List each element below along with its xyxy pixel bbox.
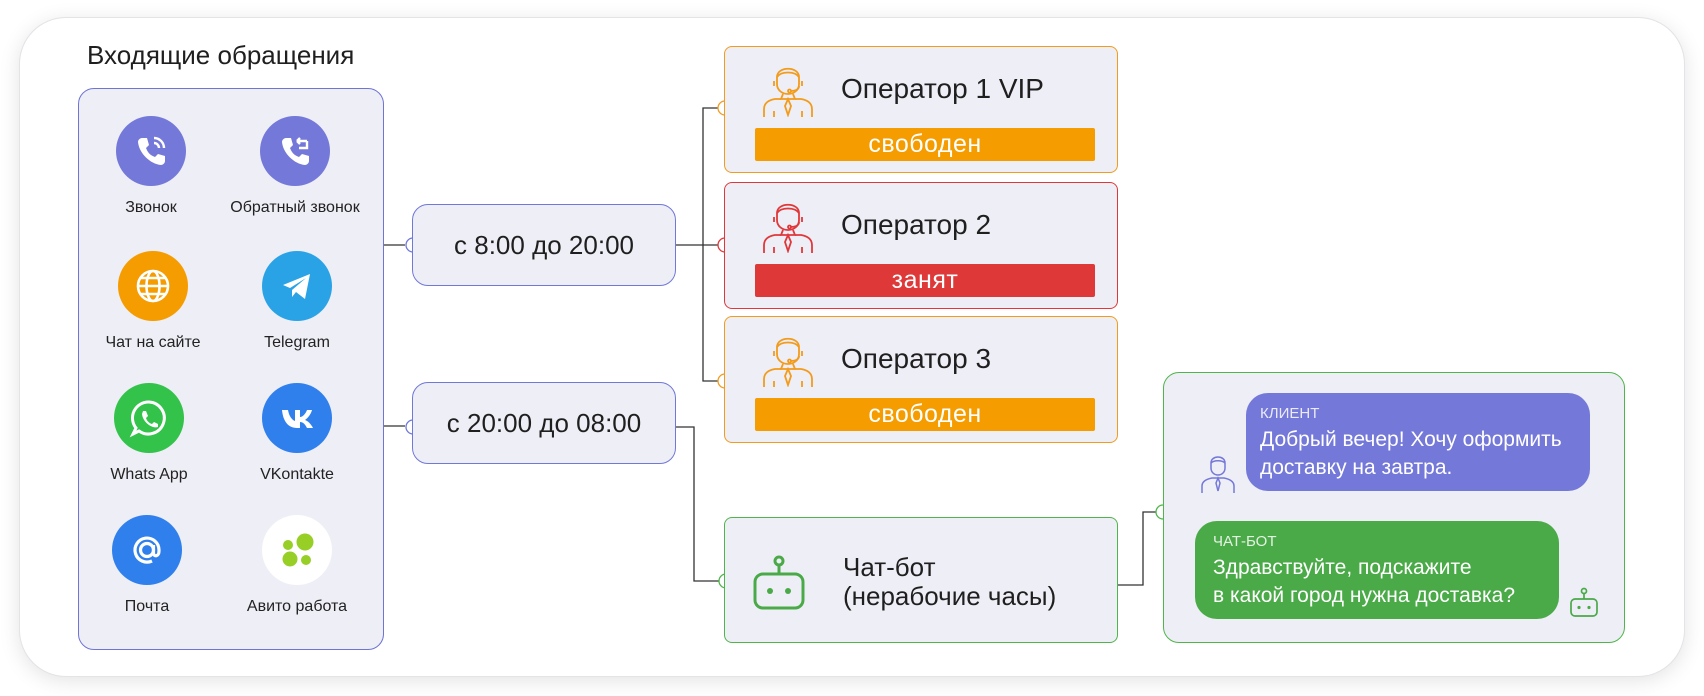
chatbot-card[interactable]: Чат-бот (нерабочие часы) — [724, 517, 1118, 643]
operator-card[interactable]: Оператор 1 VIP свободен — [724, 46, 1118, 173]
channel-vk[interactable]: VKontakte — [217, 383, 377, 484]
chatbot-title: Чат-бот (нерабочие часы) — [843, 552, 1057, 611]
channel-mail[interactable]: Почта — [67, 515, 227, 616]
operator-card[interactable]: Оператор 2 занят — [724, 182, 1118, 309]
schedule-night: с 20:00 до 08:00 — [412, 382, 676, 464]
channel-label: Почта — [124, 598, 170, 615]
channel-label: Telegram — [264, 334, 330, 351]
avito-icon — [262, 515, 332, 585]
operator-headset-icon — [761, 57, 815, 122]
operator-name: Оператор 1 VIP — [841, 73, 1044, 104]
channel-callback[interactable]: Обратный звонок — [215, 116, 375, 217]
chat-preview: Клиент Добрый вечер! Хочу оформить доста… — [1163, 372, 1625, 643]
bot-avatar-icon — [1568, 587, 1600, 624]
channel-avito[interactable]: Авито работа — [217, 515, 377, 616]
robot-icon — [749, 555, 809, 616]
status-badge: свободен — [755, 398, 1095, 431]
operator-headset-icon — [761, 327, 815, 392]
channels-panel: Звонок Обратный звонок Чат на сайте Tele… — [78, 88, 384, 650]
page-title: Входящие обращения — [87, 40, 355, 70]
channel-label: VKontakte — [260, 466, 334, 483]
channel-label: Звонок — [125, 199, 177, 216]
channel-label: Whats App — [110, 466, 188, 483]
status-badge: занят — [755, 264, 1095, 297]
channel-site-chat[interactable]: Чат на сайте — [73, 251, 233, 352]
callback-phone-icon — [260, 116, 330, 186]
bot-message: Чат-бот Здравствуйте, подскажите в какой… — [1195, 521, 1559, 619]
phone-ringing-icon — [116, 116, 186, 186]
operator-name: Оператор 3 — [841, 343, 992, 374]
at-sign-icon — [112, 515, 182, 585]
channel-label: Чат на сайте — [105, 334, 201, 351]
status-badge: свободен — [755, 128, 1095, 161]
whatsapp-icon — [114, 383, 184, 453]
client-avatar-icon — [1200, 451, 1236, 498]
channel-label: Авито работа — [246, 598, 348, 615]
telegram-icon — [262, 251, 332, 321]
operator-card[interactable]: Оператор 3 свободен — [724, 316, 1118, 443]
channel-whatsapp[interactable]: Whats App — [69, 383, 229, 484]
operator-headset-icon — [761, 193, 815, 258]
globe-icon — [118, 251, 188, 321]
schedule-day: с 8:00 до 20:00 — [412, 204, 676, 286]
channel-call[interactable]: Звонок — [71, 116, 231, 217]
channel-label: Обратный звонок — [230, 199, 360, 216]
operator-name: Оператор 2 — [841, 209, 992, 240]
channel-telegram[interactable]: Telegram — [217, 251, 377, 352]
client-message: Клиент Добрый вечер! Хочу оформить доста… — [1246, 393, 1590, 491]
vk-icon — [262, 383, 332, 453]
